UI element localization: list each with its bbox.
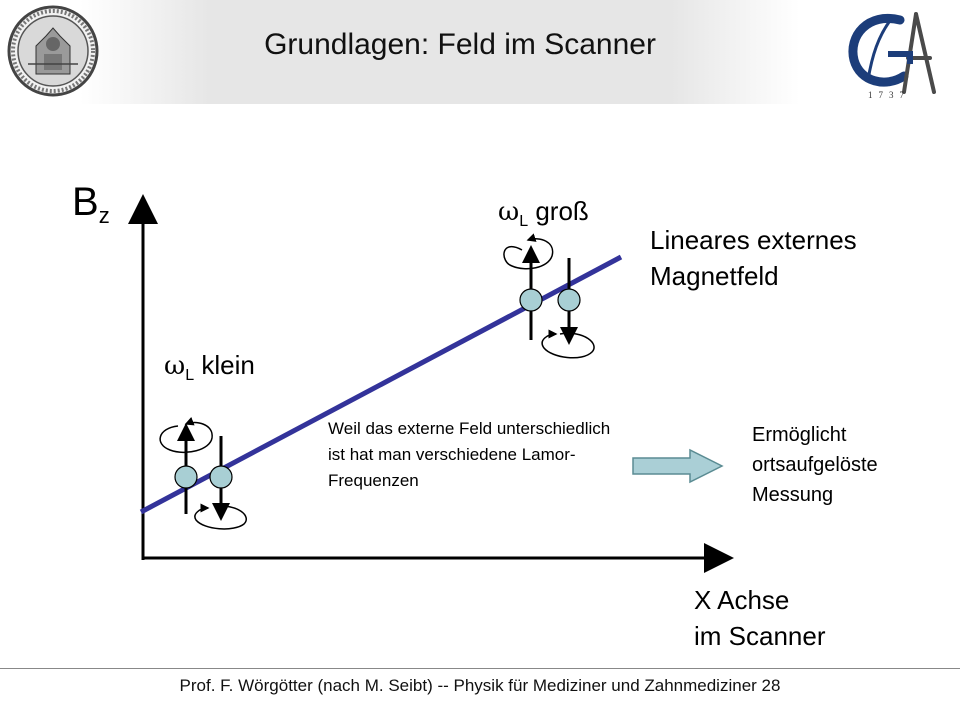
x-axis-label: X Achse im Scanner	[694, 585, 826, 651]
georg-august-logo-icon: 1737	[848, 12, 936, 100]
field-line-label: Lineares externes Magnetfeld	[650, 225, 857, 291]
high-frequency-spins	[503, 233, 595, 359]
svg-text:1737: 1737	[868, 90, 910, 100]
y-axis-label: Bz	[72, 180, 110, 228]
result-label: Ermöglicht ortsaufgelöste Messung	[752, 424, 878, 506]
footer-divider	[0, 668, 960, 669]
page-title: Grundlagen: Feld im Scanner	[264, 28, 656, 61]
title-band	[80, 0, 800, 104]
larmor-low-label: ωL klein	[164, 350, 255, 384]
footer-text: Prof. F. Wörgötter (nach M. Seibt) -- Ph…	[179, 676, 781, 695]
university-seal-icon	[7, 5, 99, 97]
result-arrow	[632, 448, 724, 484]
larmor-high-label: ωL groß	[498, 196, 589, 230]
low-frequency-spins	[159, 417, 247, 530]
explanation-note: Weil das externe Feld unterschiedlich is…	[328, 419, 611, 490]
